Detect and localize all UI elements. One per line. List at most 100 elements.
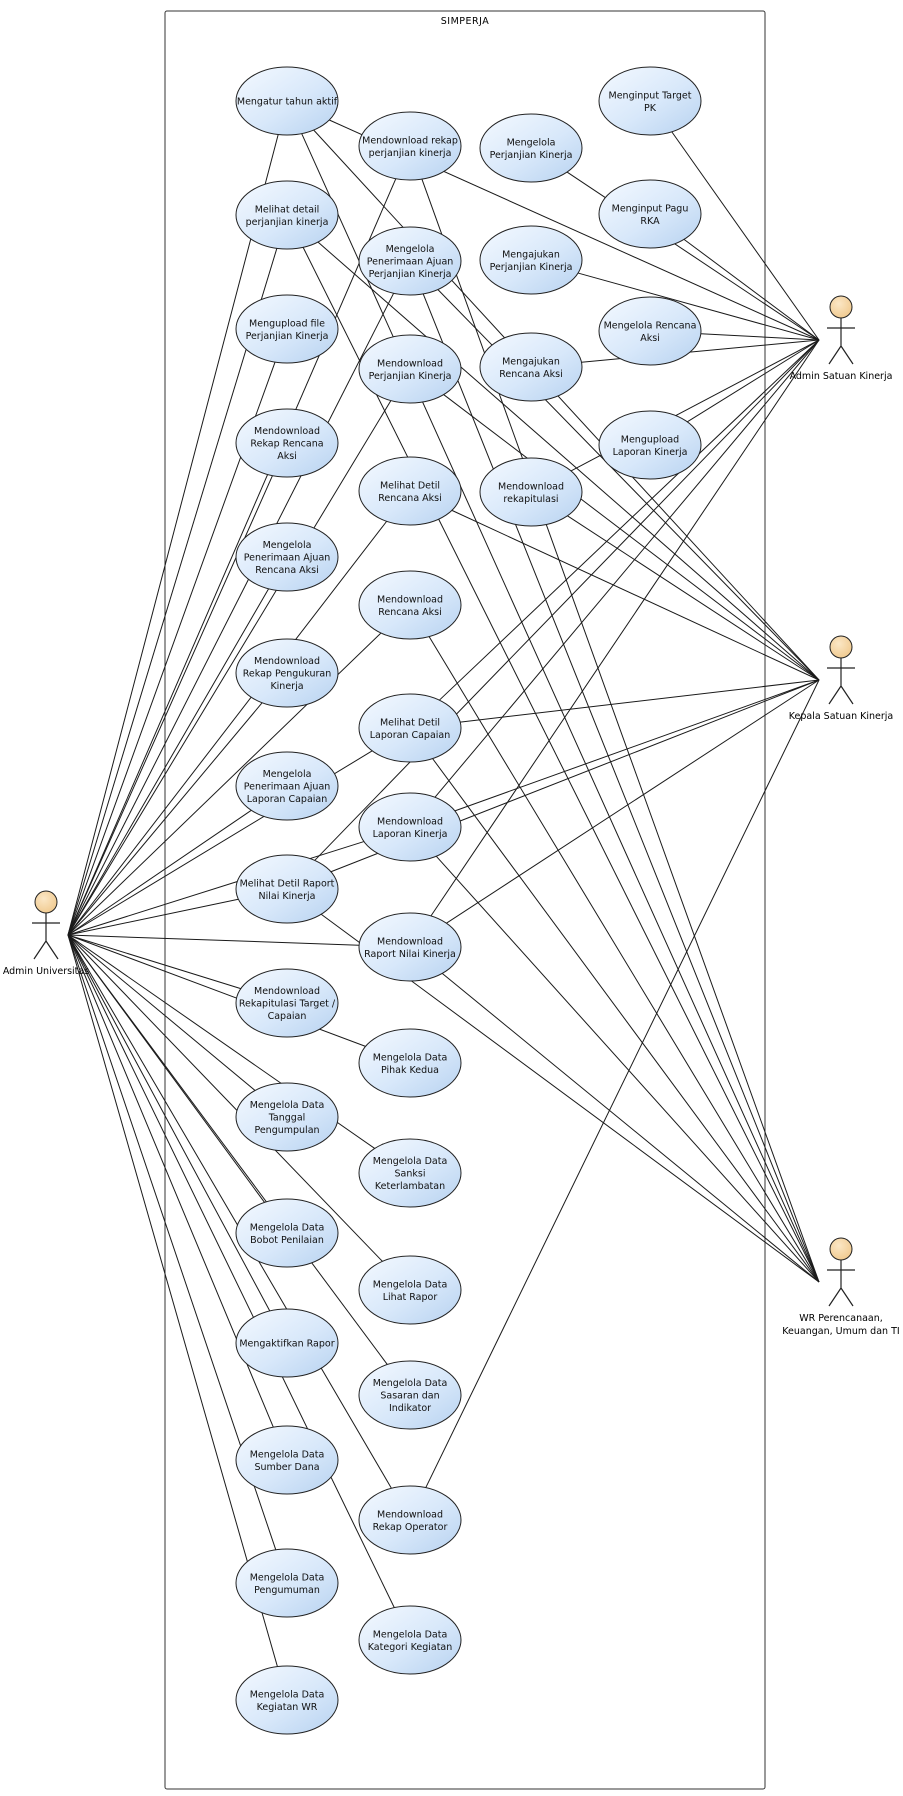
use-case-uc-tahun-aktif[interactable]: Mengatur tahun aktif — [235, 66, 339, 136]
use-case-ellipse[interactable] — [235, 968, 339, 1038]
use-case-ellipse[interactable] — [358, 1360, 462, 1430]
association-line — [67, 520, 388, 936]
use-case-uc-aktif-rapor[interactable]: Mengaktifkan Rapor — [235, 1308, 339, 1378]
use-case-ellipse[interactable] — [598, 179, 702, 249]
use-case-ellipse[interactable] — [235, 638, 339, 708]
association-line — [67, 400, 392, 936]
use-case-ellipse[interactable] — [479, 332, 583, 402]
use-case-ellipse[interactable] — [235, 1665, 339, 1735]
actor-admin-satker[interactable]: Admin Satuan Kinerja — [790, 295, 893, 382]
use-case-ellipse[interactable] — [358, 570, 462, 640]
use-case-label: Mendownload — [254, 426, 320, 437]
use-case-label: Rencana Aksi — [378, 607, 442, 618]
use-case-label: Kinerja — [270, 681, 303, 692]
use-case-ellipse[interactable] — [358, 1485, 462, 1555]
use-case-label: perjanjian kinerja — [246, 217, 329, 228]
use-case-ellipse[interactable] — [358, 226, 462, 296]
use-case-ellipse[interactable] — [235, 180, 339, 250]
use-case-label: Mengelola Data — [373, 1378, 448, 1389]
use-case-ellipse[interactable] — [235, 1425, 339, 1495]
use-case-ellipse[interactable] — [358, 792, 462, 862]
actor-body-icon — [827, 658, 855, 705]
association-line — [438, 339, 820, 701]
use-case-ellipse[interactable] — [358, 1605, 462, 1675]
actor-wr[interactable]: WR Perencanaan,Keuangan, Umum dan TI — [782, 1237, 900, 1337]
use-case-ellipse[interactable] — [235, 1548, 339, 1618]
use-case-label: Penerimaan Ajuan — [244, 782, 331, 793]
use-case-ellipse[interactable] — [479, 225, 583, 295]
association-line — [67, 588, 270, 936]
use-case-ellipse[interactable] — [598, 66, 702, 136]
use-case-ellipse[interactable] — [358, 111, 462, 181]
association-line — [67, 248, 278, 936]
use-case-ellipse[interactable] — [235, 751, 339, 821]
use-case-ellipse[interactable] — [235, 854, 339, 924]
association-line — [67, 841, 365, 936]
use-case-ellipse[interactable] — [235, 1198, 339, 1268]
use-case-ellipse[interactable] — [479, 113, 583, 183]
actor-head-icon — [34, 890, 58, 914]
use-case-ellipse[interactable] — [358, 912, 462, 982]
use-case-ellipse[interactable] — [358, 334, 462, 404]
use-case-ellipse[interactable] — [235, 1308, 339, 1378]
use-case-ellipse[interactable] — [358, 1028, 462, 1098]
association-line — [67, 934, 241, 990]
use-case-ellipse[interactable] — [358, 456, 462, 526]
use-case-ellipse[interactable] — [358, 693, 462, 763]
use-case-label: Melihat detail — [255, 204, 320, 215]
use-case-ellipse[interactable] — [358, 1255, 462, 1325]
use-case-ellipse[interactable] — [235, 522, 339, 592]
use-case-ellipse[interactable] — [479, 457, 583, 527]
use-case-ellipse[interactable] — [235, 294, 339, 364]
actor-kepala-satker[interactable]: Kepala Satuan Kinerja — [789, 635, 894, 722]
use-case-uc-detail-pk[interactable]: Melihat detail perjanjian kinerja — [235, 180, 339, 250]
use-case-ellipse[interactable] — [598, 410, 702, 480]
use-case-label: Sanksi — [395, 1169, 426, 1180]
use-case-label: Mengajukan — [502, 249, 560, 260]
use-case-ellipse[interactable] — [235, 408, 339, 478]
association-line — [67, 934, 395, 1608]
use-case-label: Perjanjian Kinerja — [369, 269, 452, 280]
use-case-ellipse[interactable] — [235, 66, 339, 136]
use-case-label: Mengelola Data — [250, 1100, 325, 1111]
use-case-ellipse[interactable] — [358, 1138, 462, 1208]
use-case-ellipse[interactable] — [235, 1082, 339, 1152]
use-case-ellipse[interactable] — [598, 296, 702, 366]
actor-admin-univ[interactable]: Admin Universitas — [3, 890, 89, 977]
association-line — [67, 934, 388, 1365]
